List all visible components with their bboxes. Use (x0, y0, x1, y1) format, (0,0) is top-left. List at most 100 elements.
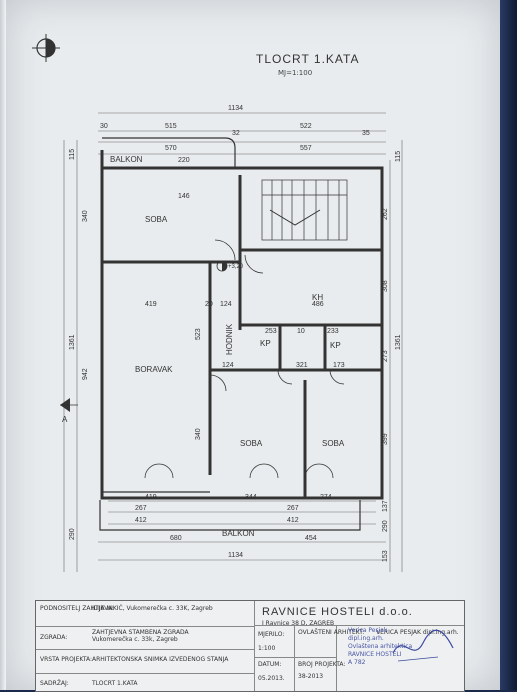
applicant-value: ILIJA NIKIĆ, Vukomerečka c. 33K, Zagreb (92, 605, 213, 612)
dim-right-1: 262 (382, 208, 389, 220)
dim-right-4: 399 (382, 433, 389, 445)
dim-top-0: 1134 (228, 105, 243, 112)
designer-label: OVLAŠTENI ARHITEKT: (298, 629, 365, 636)
architect-stamp: Verica Pesjak dipl.ing.arh. Ovlaštena ar… (348, 627, 412, 667)
room-label-balkon-top: BALKON (110, 155, 143, 164)
walls (100, 150, 384, 500)
measure-label: MJERILO: (258, 631, 285, 638)
company-address: I Ravnice 38 D, ZAGREB (262, 620, 335, 627)
dim-top-9: 35 (362, 130, 370, 137)
level-label: +3,20 (228, 264, 244, 270)
building-address: Vukomerečka c. 33k, Zagreb (92, 636, 178, 643)
stamp-line: RAVNICE HOSTELI (348, 651, 402, 658)
project-number-value: 38-2013 (298, 673, 324, 680)
section-marker-label: A (62, 415, 68, 424)
building-label: ZGRADA: (40, 634, 68, 641)
room-label-soba-3: SOBA (322, 439, 345, 448)
project-type-value: ARHITEKTONSKA SNIMKA IZVEDENOG STANJA (92, 656, 229, 663)
dim-top-8: 32 (232, 130, 240, 137)
title-block-divider-v2 (294, 625, 295, 691)
dim-bottom-3: 267 (135, 505, 147, 512)
title-block-row-project-type: VRSTA PROJEKTA: ARHITEKTONSKA SNIMKA IZV… (36, 649, 254, 670)
room-label-boravak: BORAVAK (135, 365, 173, 374)
drawing-scale: MJ=1:100 (278, 69, 313, 77)
content-value: TLOCRT 1.KATA (92, 680, 138, 687)
dim-right-8: 1361 (395, 334, 402, 350)
floor-plan: +3,20 A 1134 515 522 570 557 220 146 30 … (60, 105, 403, 572)
applicant-label: PODNOSITELJ ZAHTJEVA: (40, 605, 114, 612)
dim-inner-9: 173 (333, 362, 345, 369)
dim-bottom-2: 274 (320, 494, 332, 501)
dim-right-0: 115 (395, 151, 402, 162)
dim-bottom-5: 412 (135, 517, 147, 524)
section-marker-icon (60, 398, 78, 412)
dim-inner-8: 321 (296, 362, 308, 369)
dim-top-7: 30 (100, 123, 108, 130)
level-marker-icon (216, 260, 228, 272)
dim-right-3: 273 (382, 350, 389, 362)
dim-top-3: 570 (165, 145, 177, 152)
dim-left-4: 290 (69, 528, 76, 540)
binder-cover (500, 0, 517, 690)
dim-inner-7: 124 (222, 362, 234, 369)
dim-right-7: 153 (382, 550, 389, 562)
title-block: PODNOSITELJ ZAHTJEVA: ILIJA NIKIĆ, Vukom… (35, 600, 465, 692)
designer-name: VERICA PESJAK dipl.ing.arh. (376, 629, 459, 636)
title-block-divider-h2 (254, 657, 336, 658)
room-label-hodnik: HODNIK (225, 323, 234, 355)
dim-inner-5: 10 (297, 328, 305, 335)
room-label-soba: SOBA (145, 215, 168, 224)
dim-inner-0: 419 (145, 301, 157, 308)
title-block-row-content: SADRŽAJ: TLOCRT 1.KATA (36, 673, 254, 692)
binder-edge (0, 0, 6, 690)
north-arrow-icon (32, 34, 60, 62)
stamp-line: Verica Pesjak (348, 627, 388, 634)
dimension-lines (63, 112, 403, 572)
room-label-kp-1: KP (260, 339, 271, 348)
dim-top-2: 522 (300, 123, 312, 130)
title-block-row-applicant: PODNOSITELJ ZAHTJEVA: ILIJA NIKIĆ, Vukom… (36, 601, 254, 617)
staircase (261, 179, 348, 241)
dim-top-6: 146 (178, 193, 190, 200)
stamp-line: A 782 (348, 659, 366, 666)
dim-top-1: 515 (165, 123, 177, 130)
dim-bottom-4: 267 (287, 505, 299, 512)
dim-bottom-1: 344 (245, 494, 257, 501)
company-name: RAVNICE HOSTELI d.o.o. (262, 606, 413, 618)
drawing-title: TLOCRT 1.KATA (256, 52, 360, 66)
measure-value: 1:100 (258, 645, 276, 652)
dim-right-6: 290 (382, 520, 389, 532)
dim-inner-1: 20 (205, 301, 213, 308)
dim-left-1: 340 (82, 210, 89, 222)
dim-bottom-9: 1134 (228, 552, 243, 559)
dim-right-2: 308 (382, 280, 389, 292)
building-value: ZAHTJEVNA STAMBENA ZGRADA (92, 629, 189, 636)
content-label: SADRŽAJ: (40, 680, 69, 687)
dim-bottom-0: 419 (145, 494, 157, 501)
dim-left-2: 1361 (69, 334, 76, 350)
project-number-label: BROJ PROJEKTA: (298, 661, 346, 668)
date-value: 05.2013. (258, 675, 285, 682)
dim-bottom-8: 454 (305, 535, 317, 542)
dim-bottom-6: 412 (287, 517, 299, 524)
dim-inner-4: 253 (265, 328, 277, 335)
dim-top-4: 557 (300, 145, 312, 152)
balconies (99, 137, 361, 531)
dim-inner-3: 486 (312, 301, 324, 308)
room-label-kp-2: KP (330, 341, 341, 350)
dim-bottom-7: 680 (170, 535, 182, 542)
title-block-divider (254, 601, 255, 691)
stamp-line: Ovlaštena arhitektica (348, 643, 413, 650)
room-label-kh: KH (312, 293, 323, 302)
project-type-label: VRSTA PROJEKTA: (40, 656, 93, 663)
stamp-line: dipl.ing.arh. (348, 635, 384, 642)
dim-right-5: 137 (382, 500, 389, 512)
room-label-soba-2: SOBA (240, 439, 263, 448)
dim-left-3: 942 (82, 368, 89, 380)
signature-icon (392, 629, 454, 662)
dim-top-5: 220 (178, 157, 190, 164)
date-label: DATUM: (258, 661, 282, 668)
title-block-row-building: ZGRADA: ZAHTJEVNA STAMBENA ZGRADA Vukome… (36, 626, 254, 647)
dim-inner-6: 233 (327, 328, 339, 335)
title-block-divider-h (254, 625, 464, 626)
